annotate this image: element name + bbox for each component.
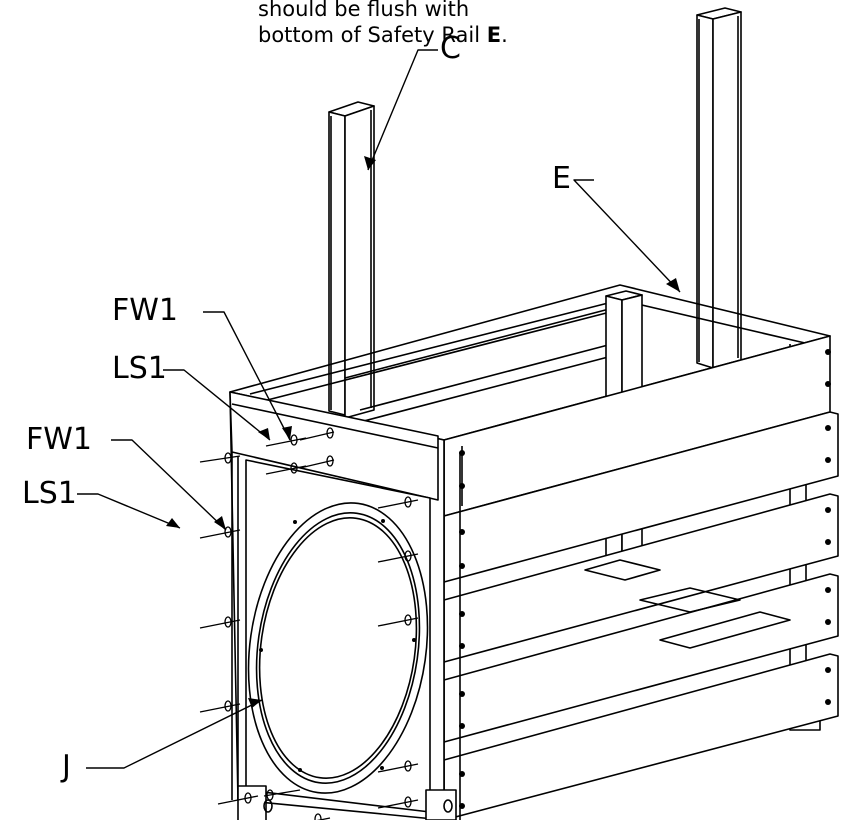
callout-c: C [440,31,461,66]
interior-slats [584,559,791,649]
post-c [328,101,375,419]
note-line-2: bottom of Safety Rail E. [258,22,678,48]
callout-ls1-top: LS1 [112,351,167,386]
callout-fw1-top: FW1 [112,293,179,328]
leader-arrowheads [166,156,680,708]
callout-e: E [552,161,571,196]
note-line-2-text: bottom of Safety Rail [258,23,487,47]
note-line-2-period: . [501,23,508,47]
assembly-note: should be flush with bottom of Safety Ra… [258,0,678,48]
note-line-1: should be flush with [258,0,470,21]
callout-fw1-side: FW1 [26,422,93,457]
post-e [696,7,742,369]
callout-ls1-side: LS1 [22,476,77,511]
callout-j: J [62,749,71,784]
leader-lines [77,49,681,769]
note-rail-letter: E [486,23,502,47]
lag-screws [199,427,419,820]
panel-j [229,391,457,820]
safety-rails [443,335,839,820]
